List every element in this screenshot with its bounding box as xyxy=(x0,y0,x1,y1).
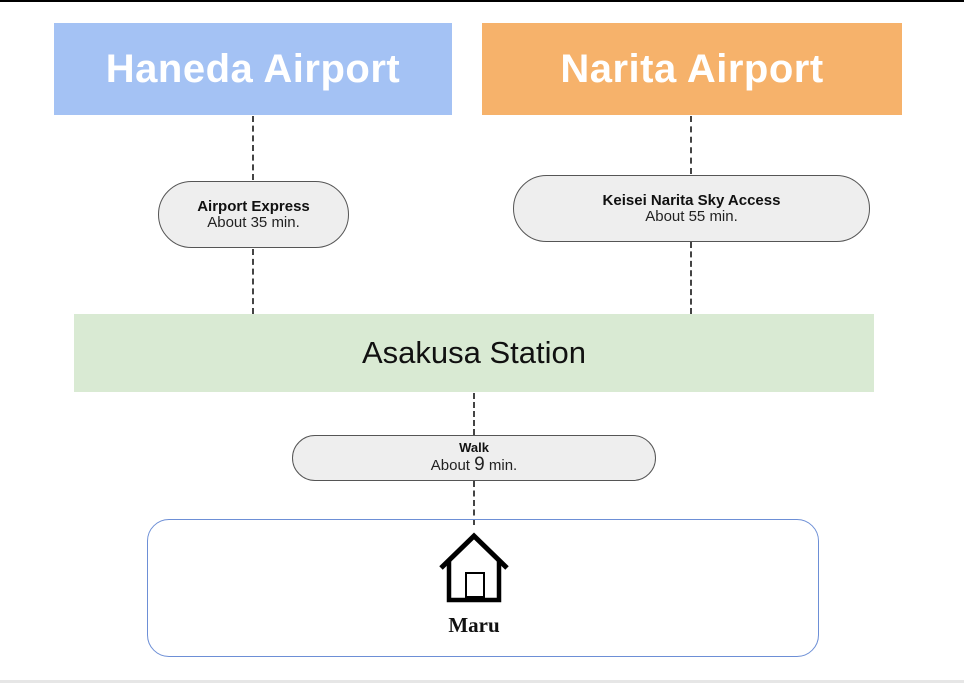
walk-prefix: About xyxy=(430,456,470,474)
narita-route-name: Keisei Narita Sky Access xyxy=(602,191,781,209)
connector-walk-to-destination xyxy=(473,481,475,525)
top-border-line xyxy=(0,0,964,2)
walk-suffix: min. xyxy=(488,456,518,474)
narita-route-pill: Keisei Narita Sky Access About 55 min. xyxy=(513,175,870,242)
connector-haneda-to-route xyxy=(252,116,254,180)
haneda-airport-box: Haneda Airport xyxy=(54,23,452,115)
bottom-border-line xyxy=(0,680,964,683)
narita-airport-label: Narita Airport xyxy=(560,46,824,91)
connector-station-to-walk xyxy=(473,393,475,435)
walk-label: Walk xyxy=(459,440,489,456)
walk-minutes: 9 xyxy=(474,453,485,475)
connector-narita-to-route xyxy=(690,116,692,174)
haneda-airport-label: Haneda Airport xyxy=(105,46,401,91)
station-label: Asakusa Station xyxy=(361,335,587,370)
connector-haneda-route-to-station xyxy=(252,249,254,314)
haneda-route-name: Airport Express xyxy=(197,197,310,215)
destination-label: Maru xyxy=(448,613,500,637)
destination-box xyxy=(147,519,819,657)
haneda-route-duration: About 35 min. xyxy=(207,213,300,231)
walk-pill: Walk About 9 min. xyxy=(292,435,656,481)
house-icon xyxy=(439,532,509,603)
asakusa-station-box: Asakusa Station xyxy=(74,314,874,392)
narita-route-duration: About 55 min. xyxy=(645,207,738,225)
haneda-route-pill: Airport Express About 35 min. xyxy=(158,181,349,248)
walk-duration: About 9 min. xyxy=(430,453,518,475)
narita-airport-box: Narita Airport xyxy=(482,23,902,115)
connector-narita-route-to-station xyxy=(690,242,692,314)
